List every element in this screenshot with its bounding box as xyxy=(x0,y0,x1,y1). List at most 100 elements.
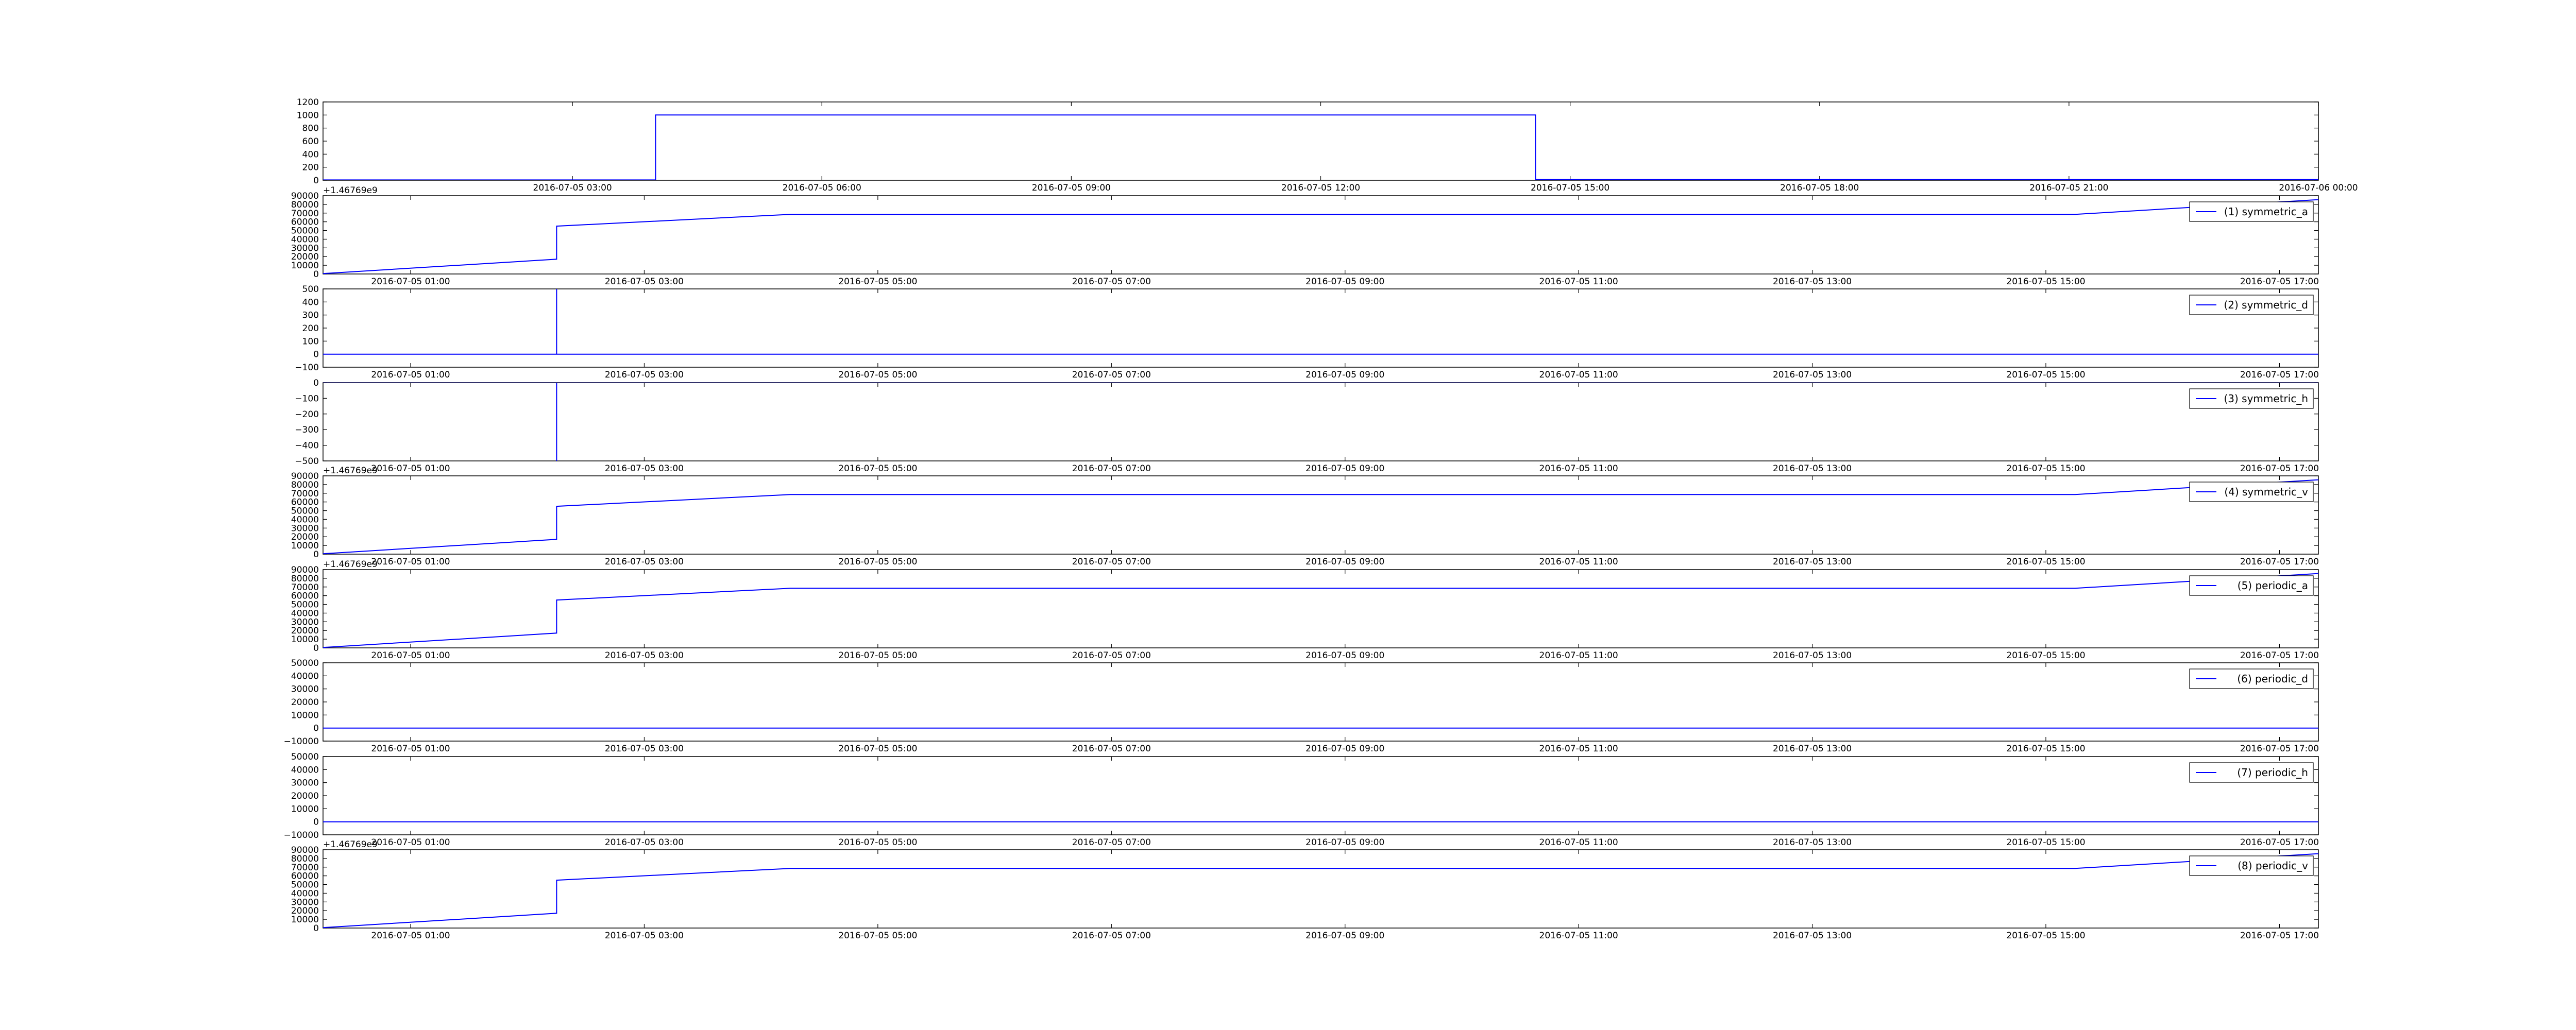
x-tick-label: 2016-07-05 03:00 xyxy=(605,650,684,661)
x-tick-label: 2016-07-05 11:00 xyxy=(1539,744,1618,754)
y-tick-label: −200 xyxy=(295,409,319,420)
x-tick-label: 2016-07-05 17:00 xyxy=(2240,277,2319,287)
y-tick-label: −10000 xyxy=(284,736,319,747)
legend-label: (7) periodic_h xyxy=(2237,766,2308,779)
y-tick-label: 1000 xyxy=(297,110,319,121)
x-tick-label: 2016-07-05 17:00 xyxy=(2240,931,2319,941)
y-tick-label: 0 xyxy=(313,817,319,828)
legend: (2) symmetric_d xyxy=(2189,295,2314,315)
y-tick-label: 20000 xyxy=(291,626,319,636)
x-tick-label: 2016-07-05 11:00 xyxy=(1539,557,1618,567)
x-tick-label: 2016-07-05 09:00 xyxy=(1306,557,1384,567)
x-tick-label: 2016-07-05 15:00 xyxy=(2006,931,2085,941)
x-tick-label: 2016-07-05 15:00 xyxy=(2006,744,2085,754)
y-tick-label: 300 xyxy=(302,311,319,321)
panel-6: 0100002000030000400005000060000700008000… xyxy=(291,559,2319,661)
x-tick-label: 2016-07-05 12:00 xyxy=(1281,183,1360,193)
axes-frame xyxy=(323,569,2319,648)
legend-label: (2) symmetric_d xyxy=(2224,299,2308,311)
y-tick-label: 40000 xyxy=(291,888,319,899)
panel-8: −10000010000200003000040000500002016-07-… xyxy=(284,752,2319,848)
axes-frame xyxy=(323,195,2319,274)
x-tick-label: 2016-07-05 15:00 xyxy=(2006,557,2085,567)
x-tick-label: 2016-07-05 11:00 xyxy=(1539,464,1618,474)
y-offset-label: +1.46769e9 xyxy=(323,839,378,850)
y-tick-label: 30000 xyxy=(291,684,319,695)
y-offset-label: +1.46769e9 xyxy=(323,466,378,476)
x-tick-label: 2016-07-05 03:00 xyxy=(605,744,684,754)
y-tick-label: 10000 xyxy=(291,634,319,645)
y-tick-label: 40000 xyxy=(291,514,319,525)
y-tick-label: 80000 xyxy=(291,480,319,490)
y-tick-label: 400 xyxy=(302,297,319,307)
y-tick-label: 30000 xyxy=(291,617,319,627)
y-offset-label: +1.46769e9 xyxy=(323,559,378,570)
series-line xyxy=(323,199,2318,274)
x-tick-label: 2016-07-05 05:00 xyxy=(838,464,917,474)
x-tick-label: 2016-07-05 01:00 xyxy=(371,650,450,661)
x-tick-label: 2016-07-05 05:00 xyxy=(838,931,917,941)
y-tick-label: 90000 xyxy=(291,471,319,482)
y-tick-label: 500 xyxy=(302,284,319,295)
x-tick-label: 2016-07-05 07:00 xyxy=(1072,557,1151,567)
y-offset-label: +1.46769e9 xyxy=(323,185,378,196)
x-tick-label: 2016-07-05 11:00 xyxy=(1539,931,1618,941)
x-tick-label: 2016-07-05 15:00 xyxy=(2006,464,2085,474)
panel-9: 0100002000030000400005000060000700008000… xyxy=(291,839,2319,941)
legend-label: (5) periodic_a xyxy=(2238,579,2308,592)
x-tick-label: 2016-07-05 03:00 xyxy=(605,464,684,474)
y-tick-label: 200 xyxy=(302,323,319,334)
panel-7: −10000010000200003000040000500002016-07-… xyxy=(284,658,2319,754)
y-tick-label: 70000 xyxy=(291,863,319,873)
x-tick-label: 2016-07-05 15:00 xyxy=(2006,650,2085,661)
series-line xyxy=(323,383,2318,461)
y-tick-label: 0 xyxy=(313,176,319,186)
legend: (1) symmetric_a xyxy=(2189,201,2314,222)
y-tick-label: 50000 xyxy=(291,600,319,610)
legend-box xyxy=(2189,482,2314,502)
x-tick-label: 2016-07-05 07:00 xyxy=(1072,837,1151,848)
y-tick-label: 90000 xyxy=(291,191,319,201)
y-tick-label: 50000 xyxy=(291,658,319,668)
y-tick-label: 60000 xyxy=(291,871,319,882)
y-tick-label: 30000 xyxy=(291,523,319,534)
y-tick-label: 50000 xyxy=(291,226,319,236)
x-tick-label: 2016-07-05 05:00 xyxy=(838,744,917,754)
x-tick-label: 2016-07-05 01:00 xyxy=(371,277,450,287)
y-tick-label: −500 xyxy=(295,456,319,467)
y-tick-label: 70000 xyxy=(291,582,319,593)
legend-label: (1) symmetric_a xyxy=(2224,205,2308,218)
x-tick-label: 2016-07-05 09:00 xyxy=(1306,370,1384,380)
x-tick-label: 2016-07-05 15:00 xyxy=(2006,837,2085,848)
y-tick-label: 10000 xyxy=(291,915,319,925)
x-tick-label: 2016-07-05 03:00 xyxy=(533,183,612,193)
y-tick-label: 0 xyxy=(313,724,319,734)
y-tick-label: 0 xyxy=(313,643,319,654)
x-tick-label: 2016-07-05 01:00 xyxy=(371,931,450,941)
x-tick-label: 2016-07-05 07:00 xyxy=(1072,370,1151,380)
x-tick-label: 2016-07-05 13:00 xyxy=(1773,464,1852,474)
legend: (7) periodic_h xyxy=(2189,762,2314,783)
axes-frame xyxy=(323,849,2319,929)
series-line xyxy=(323,853,2318,928)
x-tick-label: 2016-07-05 15:00 xyxy=(2006,277,2085,287)
x-tick-label: 2016-07-05 05:00 xyxy=(838,277,917,287)
y-tick-label: 20000 xyxy=(291,697,319,708)
x-tick-label: 2016-07-05 01:00 xyxy=(371,464,450,474)
x-tick-label: 2016-07-05 01:00 xyxy=(371,370,450,380)
y-tick-label: −10000 xyxy=(284,830,319,840)
x-tick-label: 2016-07-05 11:00 xyxy=(1539,837,1618,848)
x-tick-label: 2016-07-05 13:00 xyxy=(1773,277,1852,287)
y-tick-label: −100 xyxy=(295,363,319,373)
x-tick-label: 2016-07-05 09:00 xyxy=(1306,464,1384,474)
y-tick-label: 10000 xyxy=(291,804,319,814)
x-tick-label: 2016-07-05 11:00 xyxy=(1539,370,1618,380)
axes-frame xyxy=(323,756,2319,835)
axes-frame xyxy=(323,662,2319,742)
x-tick-label: 2016-07-05 07:00 xyxy=(1072,931,1151,941)
x-tick-label: 2016-07-05 07:00 xyxy=(1072,744,1151,754)
x-tick-label: 2016-07-05 06:00 xyxy=(783,183,861,193)
